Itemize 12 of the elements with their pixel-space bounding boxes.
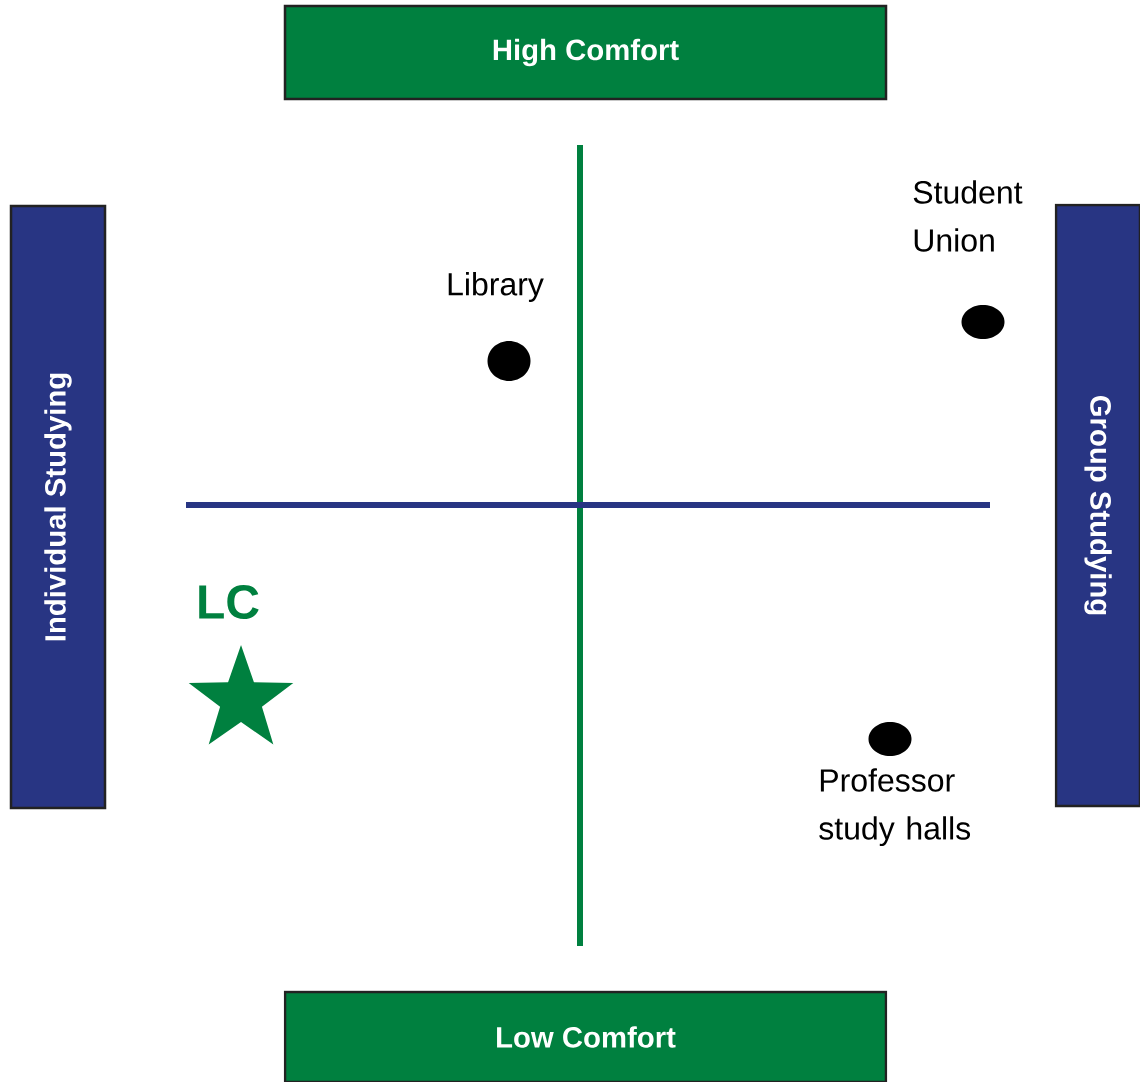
point-label: Library [448, 272, 544, 302]
dot [868, 722, 912, 756]
axis-label-box: Low Comfort [283, 990, 888, 1082]
dot [487, 341, 531, 381]
axis-label-box: Group Studying [1054, 203, 1140, 808]
point-label: LC [199, 585, 259, 619]
axis-label-box: Individual Studying [9, 204, 107, 810]
axis-label-box: High Comfort [283, 4, 888, 101]
point-label: Professor study halls [819, 768, 971, 847]
point-label: Student Union [913, 180, 1023, 252]
dot [961, 305, 1005, 339]
star [188, 645, 294, 745]
